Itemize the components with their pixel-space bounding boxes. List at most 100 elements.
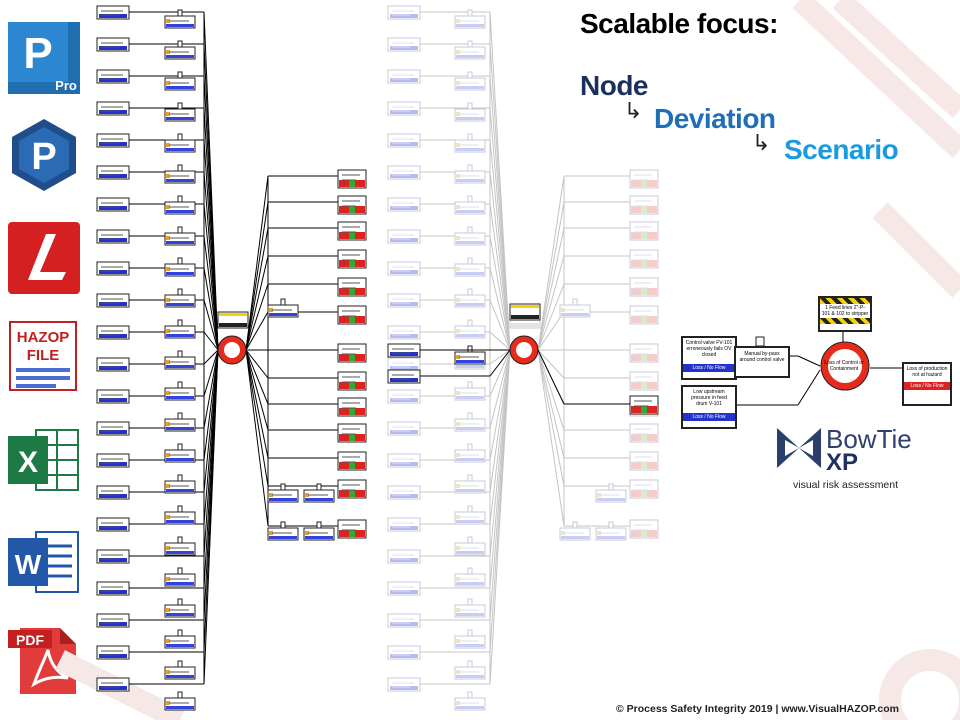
event-to-consequence-line xyxy=(537,349,565,459)
barrier-bar xyxy=(166,86,194,89)
barrier-bar xyxy=(269,536,297,539)
barrier-marker xyxy=(456,577,460,581)
highlight-connector xyxy=(489,349,511,377)
threat-bar xyxy=(99,334,127,338)
threat-bar xyxy=(390,78,418,82)
threat-bar xyxy=(99,206,127,210)
threat-box[interactable]: Low upstream pressure in feed drum V-101… xyxy=(681,385,737,429)
barrier-bar xyxy=(269,498,297,501)
event-to-consequence-line xyxy=(245,349,269,459)
event-to-consequence-line xyxy=(245,201,269,351)
consequence-box[interactable]: Loss of production not at hazard Loss / … xyxy=(902,362,952,406)
consequence-marker xyxy=(349,206,355,213)
hazop-file-icon[interactable]: HAZOP FILE xyxy=(6,318,82,394)
pro-icon[interactable]: P Pro xyxy=(6,20,82,96)
barrier-bar xyxy=(456,520,484,523)
barrier-tab xyxy=(467,660,473,668)
hazard-stripe xyxy=(511,323,539,327)
threat-to-event-line xyxy=(203,349,219,461)
barrier-tab xyxy=(177,443,183,451)
threat-bar xyxy=(390,174,418,178)
consequence-marker xyxy=(349,434,355,441)
barrier-bar xyxy=(456,148,484,151)
threat-bar xyxy=(390,398,418,402)
barrier-bar xyxy=(597,536,625,539)
level-arrow-icon: ↳ xyxy=(752,130,771,155)
threat-bar xyxy=(99,590,127,594)
barrier-tab xyxy=(467,40,473,48)
barrier-tab xyxy=(467,345,473,353)
barrier-bar xyxy=(456,365,484,368)
hazard-box[interactable]: 1 Feed lines 2"-P-101 & 102 to stripper xyxy=(818,296,872,332)
scenario-connector xyxy=(797,369,821,406)
threat-bar xyxy=(390,526,418,530)
pdf-icon[interactable]: PDF xyxy=(6,622,82,698)
threat-bar xyxy=(99,302,127,306)
consequence-marker xyxy=(641,206,647,213)
barrier-marker xyxy=(166,50,170,54)
consequence-marker xyxy=(641,490,647,497)
barrier-marker xyxy=(166,391,170,395)
top-event-core xyxy=(224,342,240,358)
barrier-tab xyxy=(177,288,183,296)
barrier-bar xyxy=(456,86,484,89)
barrier-box[interactable]: Manual by-pass around control valve xyxy=(734,346,790,378)
barrier-marker xyxy=(166,112,170,116)
consequence-marker xyxy=(641,354,647,361)
barrier-marker xyxy=(269,308,273,312)
barrier-tab xyxy=(177,536,183,544)
scenario-connector xyxy=(797,355,821,367)
barrier-bar xyxy=(166,427,194,430)
brand-xp: XP xyxy=(826,449,859,476)
consequence-marker xyxy=(349,490,355,497)
threat-bar xyxy=(99,430,127,434)
barrier-marker xyxy=(166,577,170,581)
barrier-marker xyxy=(166,639,170,643)
event-to-consequence-line xyxy=(245,349,269,379)
threat-to-event-line xyxy=(203,267,219,351)
barrier-marker xyxy=(166,670,170,674)
threat-bar xyxy=(390,430,418,434)
event-to-consequence-line xyxy=(245,349,269,431)
barrier-marker xyxy=(166,205,170,209)
barrier-bar xyxy=(456,272,484,275)
barrier-tab xyxy=(467,598,473,606)
l-icon[interactable] xyxy=(6,220,82,296)
barrier-bar xyxy=(166,117,194,120)
consequence-marker xyxy=(641,288,647,295)
consequence-marker xyxy=(349,408,355,415)
threat-to-event-line xyxy=(203,349,219,365)
barrier-bar xyxy=(456,551,484,554)
event-to-consequence-line xyxy=(245,349,269,487)
barrier-bar xyxy=(561,313,589,316)
threat-tag: Loss / No Flow xyxy=(683,364,735,372)
barrier-marker xyxy=(456,515,460,519)
barrier-marker xyxy=(166,515,170,519)
barrier-marker xyxy=(456,355,460,359)
p-hexagon-icon[interactable]: P xyxy=(6,117,82,193)
event-to-consequence-line xyxy=(245,283,269,351)
barrier-tab xyxy=(467,536,473,544)
barrier-marker xyxy=(597,493,601,497)
excel-icon[interactable]: X xyxy=(6,422,82,498)
threat-box[interactable]: Control valve FV-101 erroneously fails O… xyxy=(681,336,737,380)
barrier-marker xyxy=(166,329,170,333)
barrier-marker xyxy=(597,531,601,535)
barrier-marker xyxy=(166,298,170,302)
barrier-marker xyxy=(456,174,460,178)
threat-bar xyxy=(390,366,418,370)
barrier-marker xyxy=(456,205,460,209)
barrier-bar xyxy=(166,24,194,27)
barrier-tab xyxy=(177,691,183,699)
top-event-core xyxy=(516,342,532,358)
word-icon[interactable]: W xyxy=(6,524,82,600)
scenario-top-event-core xyxy=(828,349,862,383)
barrier-tab xyxy=(280,298,286,306)
threat-to-event-line xyxy=(489,139,511,351)
barrier-marker xyxy=(456,639,460,643)
barrier-marker xyxy=(269,493,273,497)
threat-to-event-line xyxy=(489,349,511,685)
threat-bar xyxy=(99,174,127,178)
threat-to-event-line xyxy=(203,171,219,351)
